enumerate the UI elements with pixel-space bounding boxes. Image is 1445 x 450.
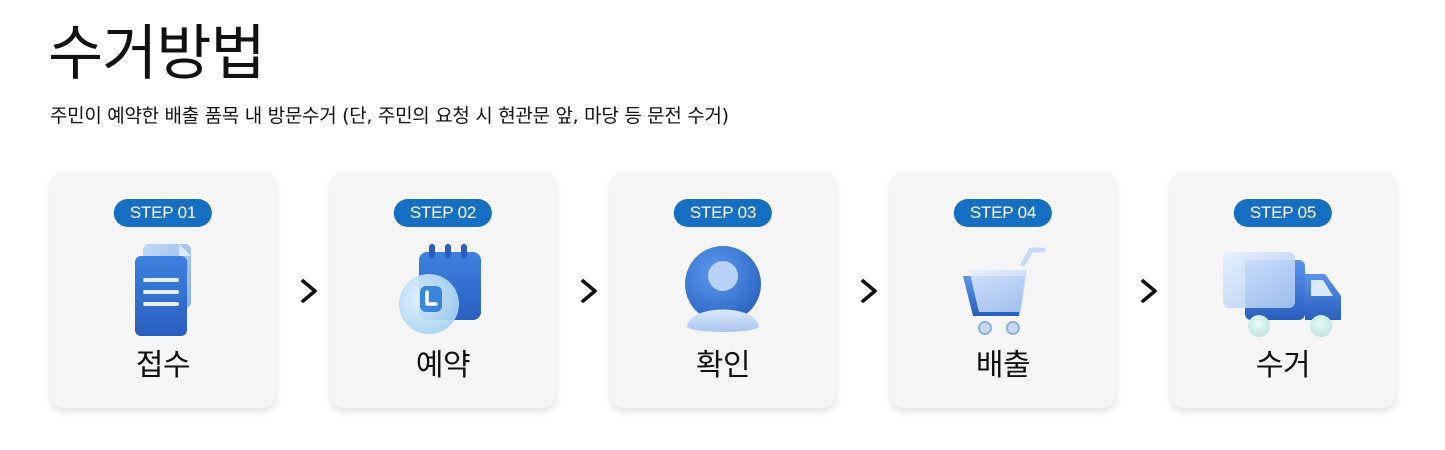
step-badge: STEP 01	[113, 199, 213, 227]
step-badge: STEP 05	[1233, 199, 1333, 227]
chevron-right-icon	[1136, 276, 1162, 306]
chevron-right-icon	[856, 276, 882, 306]
cart-icon	[953, 240, 1053, 340]
step-card-02: STEP 02	[330, 172, 556, 408]
step-card-05: STEP 05	[1170, 172, 1396, 408]
step-card-04: STEP 04 배출	[890, 172, 1116, 408]
step-badge: STEP 02	[393, 199, 493, 227]
step-label: 확인	[695, 348, 751, 383]
step-label: 수거	[1255, 348, 1311, 383]
calendar-clock-icon	[393, 240, 493, 340]
step-label: 접수	[135, 348, 191, 383]
page-description: 주민이 예약한 배출 품목 내 방문수거 (단, 주민의 요청 시 현관문 앞,…	[50, 105, 729, 127]
chevron-right-icon	[296, 276, 322, 306]
step-list: STEP 01	[50, 172, 1397, 408]
step-label: 배출	[975, 348, 1031, 383]
step-badge: STEP 03	[673, 199, 773, 227]
step-card-03: STEP 03 확인	[610, 172, 836, 408]
user-icon	[673, 240, 773, 340]
chevron-right-icon	[576, 276, 602, 306]
step-card-01: STEP 01	[50, 172, 276, 408]
step-label: 예약	[415, 348, 471, 383]
page-title: 수거방법	[48, 19, 266, 89]
document-icon	[113, 240, 213, 340]
truck-icon	[1217, 240, 1349, 340]
step-badge: STEP 04	[953, 199, 1053, 227]
